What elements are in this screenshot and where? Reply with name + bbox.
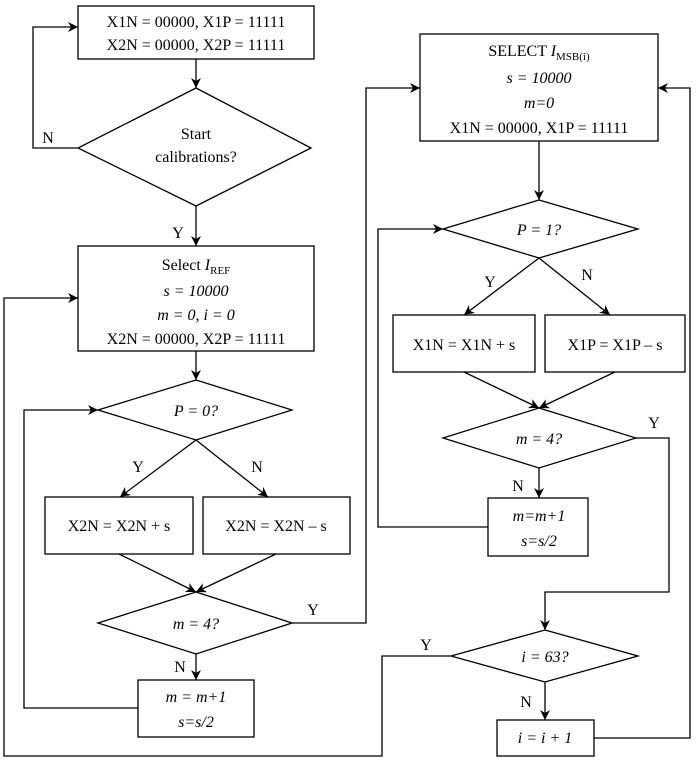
p0-yes-label: Y: [132, 459, 144, 476]
p0-decision: P = 0?: [95, 379, 295, 441]
update-right-line-1: m=m+1: [513, 508, 566, 525]
msb-select-line-1: SELECT IMSB(i): [488, 43, 590, 63]
x1p-minus-label: X1P = X1P – s: [568, 337, 663, 354]
x2n-minus-box: X2N = X2N – s: [202, 496, 351, 555]
increment-box: i = i + 1: [496, 719, 595, 757]
arrow-m4-left-yes: [292, 83, 420, 624]
update-left-box: m = m+1 s=s/2: [137, 679, 255, 738]
update-left-line-2: s=s/2: [178, 714, 214, 731]
m4-left-yes-label: Y: [307, 602, 319, 619]
x1n-plus-box: X1N = X1N + s: [392, 314, 536, 373]
ref-select-line-1: Select IREF: [162, 257, 231, 277]
start-yes-label: Y: [172, 225, 184, 242]
init-box: X1N = 00000, X1P = 11111 X2N = 00000, X2…: [77, 5, 315, 60]
arrow-m4-right-yes: [540, 437, 670, 630]
update-right-line-2: s=s/2: [521, 533, 557, 550]
arrow-start-no-loop: [32, 22, 78, 149]
ref-select-line-3: m = 0, i = 0: [157, 307, 235, 324]
i63-decision: i = 63?: [448, 629, 641, 683]
arrow-p0-no: [195, 439, 269, 498]
p1-decision-label: P = 1?: [516, 222, 561, 239]
arrow-p0-yes: [119, 439, 197, 498]
arrow-increment-loop: [594, 83, 691, 739]
p0-decision-label: P = 0?: [173, 403, 218, 420]
x2n-plus-label: X2N = X2N + s: [68, 518, 171, 535]
i63-yes-label: Y: [420, 637, 432, 654]
start-decision: Start calibrations?: [76, 87, 313, 207]
start-decision-line-2: calibrations?: [155, 149, 237, 166]
start-decision-line-1: Start: [181, 126, 212, 143]
m4-right-yes-label: Y: [648, 415, 660, 432]
msb-select-line-2: s = 10000: [506, 70, 571, 87]
x2n-plus-box: X2N = X2N + s: [44, 496, 194, 555]
update-right-box: m=m+1 s=s/2: [487, 497, 589, 557]
p1-no-label: N: [581, 267, 593, 284]
arrow-x1n-plus-to-m4: [463, 371, 540, 409]
i63-no-label: N: [520, 694, 532, 711]
p0-no-label: N: [251, 459, 263, 476]
x1n-plus-label: X1N = X1N + s: [413, 337, 516, 354]
p1-decision: P = 1?: [440, 199, 641, 259]
x2n-minus-label: X2N = X2N – s: [225, 518, 326, 535]
ref-select-line-2: s = 10000: [163, 283, 228, 300]
x1p-minus-box: X1P = X1P – s: [544, 314, 686, 373]
m4-left-label: m = 4?: [173, 616, 219, 633]
msb-select-line-4: X1N = 00000, X1P = 11111: [450, 120, 629, 137]
init-line-1: X1N = 00000, X1P = 11111: [107, 14, 286, 31]
arrow-x1p-minus-to-m4: [538, 371, 616, 409]
m4-left-decision: m = 4?: [95, 591, 295, 655]
m4-right-label: m = 4?: [516, 431, 562, 448]
m4-right-decision: m = 4?: [440, 407, 639, 469]
init-line-2: X2N = 00000, X2P = 11111: [107, 37, 286, 54]
ref-select-line-4: X2N = 00000, X2P = 11111: [107, 331, 286, 348]
arrow-update-right-loop: [377, 224, 488, 528]
arrow-x2n-plus-to-m4: [118, 553, 197, 593]
start-no-label: N: [42, 130, 54, 147]
arrow-i63-yes: [3, 293, 451, 757]
increment-label: i = i + 1: [518, 730, 572, 747]
arrow-p1-no: [538, 257, 611, 316]
arrow-p1-yes: [463, 257, 540, 316]
i63-label: i = 63?: [521, 649, 568, 666]
msb-select-line-3: m=0: [524, 95, 554, 112]
m4-left-no-label: N: [174, 659, 186, 676]
arrow-x2n-minus-to-m4: [195, 553, 277, 593]
arrow-update-left-loop: [23, 405, 138, 709]
ref-select-box: Select IREF s = 10000 m = 0, i = 0 X2N =…: [77, 245, 315, 352]
update-left-line-1: m = m+1: [166, 689, 227, 706]
m4-right-no-label: N: [512, 478, 524, 495]
p1-yes-label: Y: [484, 274, 496, 291]
msb-select-box: SELECT IMSB(i) s = 10000 m=0 X1N = 00000…: [419, 33, 659, 142]
